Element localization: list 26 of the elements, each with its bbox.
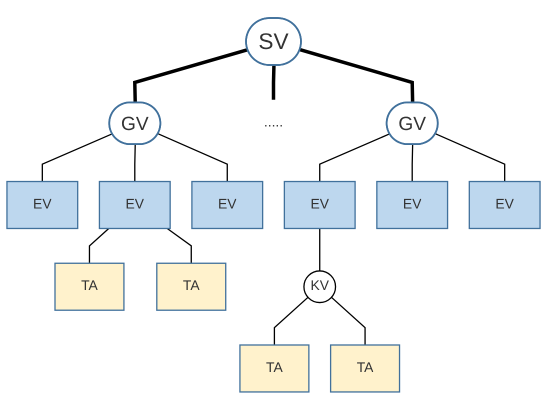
connector (412, 144, 414, 182)
connector (319, 228, 320, 271)
node-box: EV (6, 180, 78, 230)
node-box: EV (376, 180, 448, 230)
node-text: ..... (264, 115, 284, 130)
node-box: EV (191, 180, 264, 230)
node-box: TA (330, 344, 400, 393)
connector (435, 133, 506, 182)
node-box: TA (54, 262, 125, 311)
node-box: EV (468, 180, 541, 230)
connector (274, 296, 308, 345)
node-box: EV (98, 180, 171, 230)
connector (331, 296, 366, 345)
connector (300, 48, 414, 103)
connector (134, 144, 136, 182)
connector (319, 133, 390, 182)
connector (166, 228, 192, 264)
connector (158, 133, 228, 182)
node-box: EV (284, 180, 356, 230)
node-box: TA (239, 344, 310, 393)
connector (133, 48, 248, 103)
connector (88, 228, 110, 264)
node-circle: KV (303, 270, 336, 304)
connector (272, 65, 276, 100)
node-box: TA (156, 262, 226, 311)
connector (42, 133, 113, 182)
